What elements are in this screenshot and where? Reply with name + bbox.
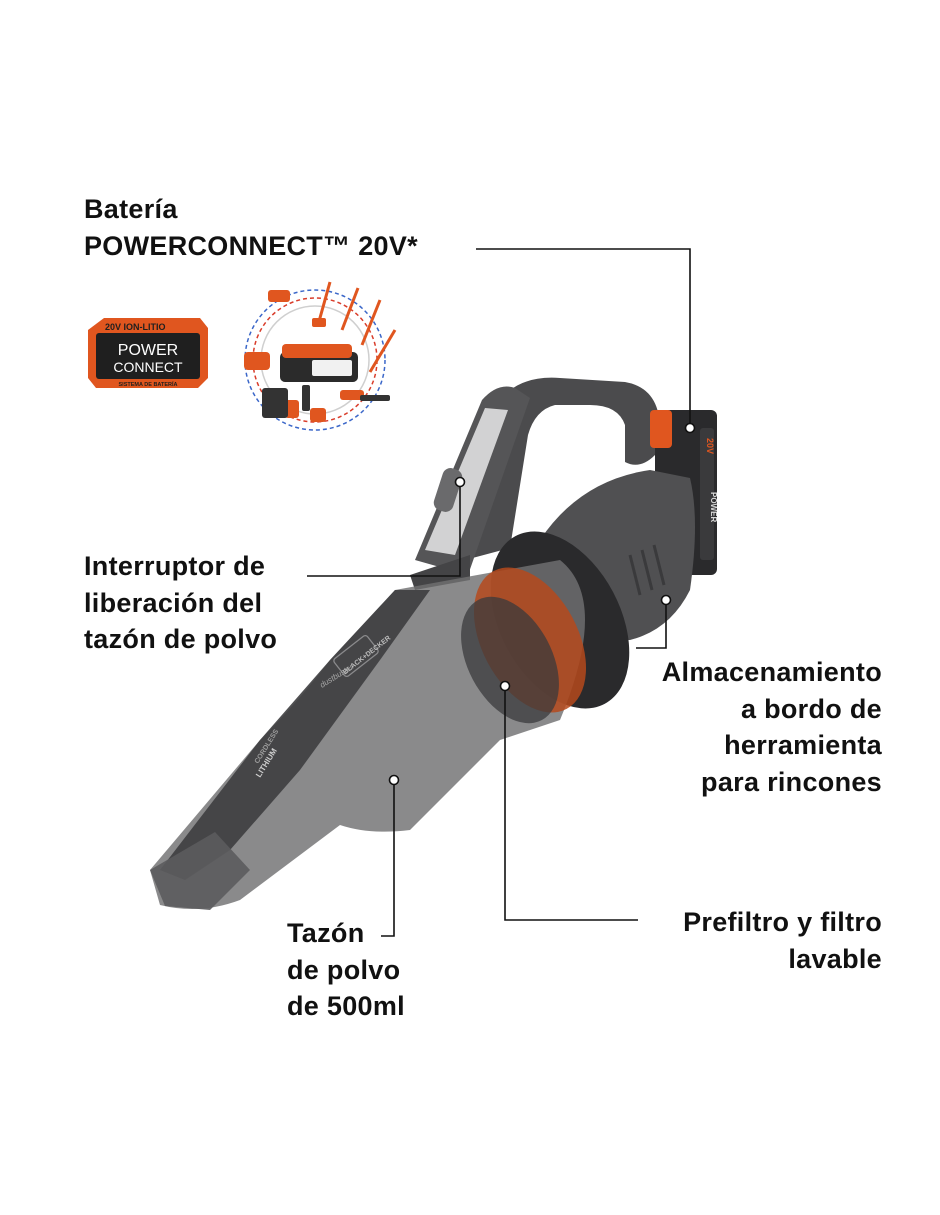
release-callout-dot xyxy=(454,476,466,488)
battery-brand-text: POWER xyxy=(709,492,718,522)
badge-power-text: POWER xyxy=(118,342,178,359)
storage-callout: Almacenamiento a bordo de herramienta pa… xyxy=(662,654,882,800)
bowl-callout-dot xyxy=(388,774,400,786)
battery-callout-dot xyxy=(684,422,696,434)
release-callout: Interruptor de liberación del tazón de p… xyxy=(84,548,277,658)
battery-callout: Batería POWERCONNECT™ 20V* xyxy=(84,191,418,264)
filter-callout-line: lavable xyxy=(788,943,882,974)
callout-lines xyxy=(307,248,691,937)
storage-callout-line: herramienta xyxy=(724,730,882,760)
bowl-callout: Tazón de polvo de 500ml xyxy=(287,915,405,1025)
battery-voltage: 20V xyxy=(705,438,715,454)
badge-connect-text: CONNECT xyxy=(113,359,183,375)
storage-callout-line: para rincones xyxy=(701,766,882,797)
storage-callout-line: Almacenamiento xyxy=(661,657,882,687)
release-callout-line: Interruptor de xyxy=(84,551,266,581)
battery-callout-line: POWERCONNECT™ 20V* xyxy=(84,230,418,261)
powerconnect-badge: 20V ION-LITIO POWER CONNECT SISTEMA DE B… xyxy=(88,318,208,388)
battery-callout-line: Batería xyxy=(84,194,178,224)
release-callout-line: tazón de polvo xyxy=(84,624,278,654)
filter-callout-dot xyxy=(499,680,511,692)
storage-callout-line: a bordo de xyxy=(740,693,882,724)
bowl-callout-line: de polvo xyxy=(287,954,401,985)
bowl-callout-line: de 500ml xyxy=(287,991,405,1021)
filter-callout-line: Prefiltro y filtro xyxy=(683,907,882,937)
vacuum-body: 20V POWER BLACK+DECKER dustbuster CORDLE… xyxy=(150,377,718,910)
filter-callout: Prefiltro y filtro lavable xyxy=(683,904,882,977)
release-callout-line: liberación del xyxy=(84,587,263,618)
badge-top-text: 20V ION-LITIO xyxy=(105,322,166,332)
storage-callout-dot xyxy=(660,594,672,606)
tool-ecosystem-graphic xyxy=(244,281,397,431)
bowl-callout-line: Tazón xyxy=(287,918,365,948)
badge-bottom-text: SISTEMA DE BATERÍA xyxy=(119,380,178,388)
